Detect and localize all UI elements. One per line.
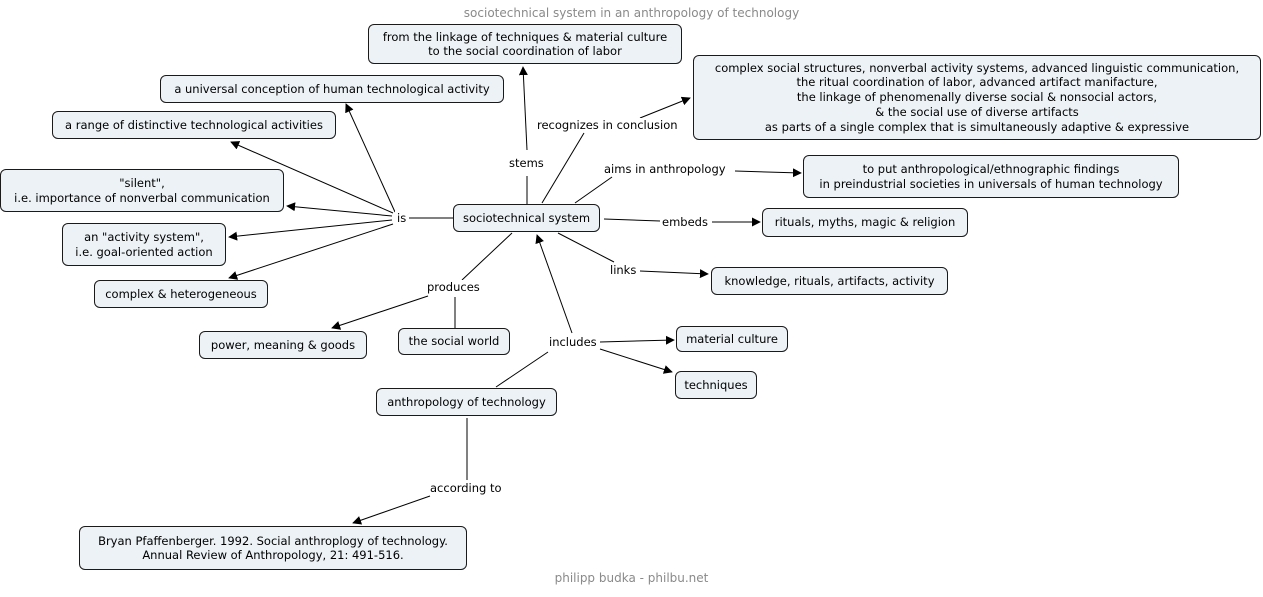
map-footer-credit: philipp budka - philbu.net <box>554 571 709 585</box>
concept-social-world[interactable]: the social world <box>398 328 510 355</box>
concept-anthropology-of-technology[interactable]: anthropology of technology <box>376 388 557 416</box>
concept-universal-conception[interactable]: a universal conception of human technolo… <box>160 75 504 103</box>
concept-reference[interactable]: Bryan Pfaffenberger. 1992. Social anthro… <box>79 526 467 570</box>
link-links: links <box>608 263 639 277</box>
concept-material-culture[interactable]: material culture <box>676 326 788 352</box>
concept-sociotechnical-system[interactable]: sociotechnical system <box>453 204 600 232</box>
link-embeds: embeds <box>660 215 710 229</box>
concept-activity-system[interactable]: an "activity system", i.e. goal-oriented… <box>62 223 226 266</box>
link-stems: stems <box>507 156 546 170</box>
link-aims-in-anthropology: aims in anthropology <box>602 162 728 176</box>
concept-aims-target[interactable]: to put anthropological/ethnographic find… <box>803 155 1179 198</box>
link-recognizes-in-conclusion: recognizes in conclusion <box>535 118 680 132</box>
link-produces: produces <box>425 280 482 294</box>
link-includes: includes <box>547 335 599 349</box>
link-according-to: according to <box>428 481 504 495</box>
concept-conclusion-target[interactable]: complex social structures, nonverbal act… <box>693 55 1261 140</box>
map-title: sociotechnical system in an anthropology… <box>463 6 800 20</box>
concept-stems-target[interactable]: from the linkage of techniques & materia… <box>368 24 682 64</box>
concept-power-meaning-goods[interactable]: power, meaning & goods <box>199 331 367 359</box>
concept-silent[interactable]: "silent", i.e. importance of nonverbal c… <box>0 169 284 212</box>
concept-complex-heterogeneous[interactable]: complex & heterogeneous <box>94 280 268 308</box>
concept-knowledge-rituals[interactable]: knowledge, rituals, artifacts, activity <box>711 267 948 295</box>
link-is: is <box>395 211 409 225</box>
concept-techniques[interactable]: techniques <box>675 371 757 399</box>
concept-rituals-myths[interactable]: rituals, myths, magic & religion <box>762 208 968 237</box>
concept-range-of-activities[interactable]: a range of distinctive technological act… <box>52 111 336 139</box>
